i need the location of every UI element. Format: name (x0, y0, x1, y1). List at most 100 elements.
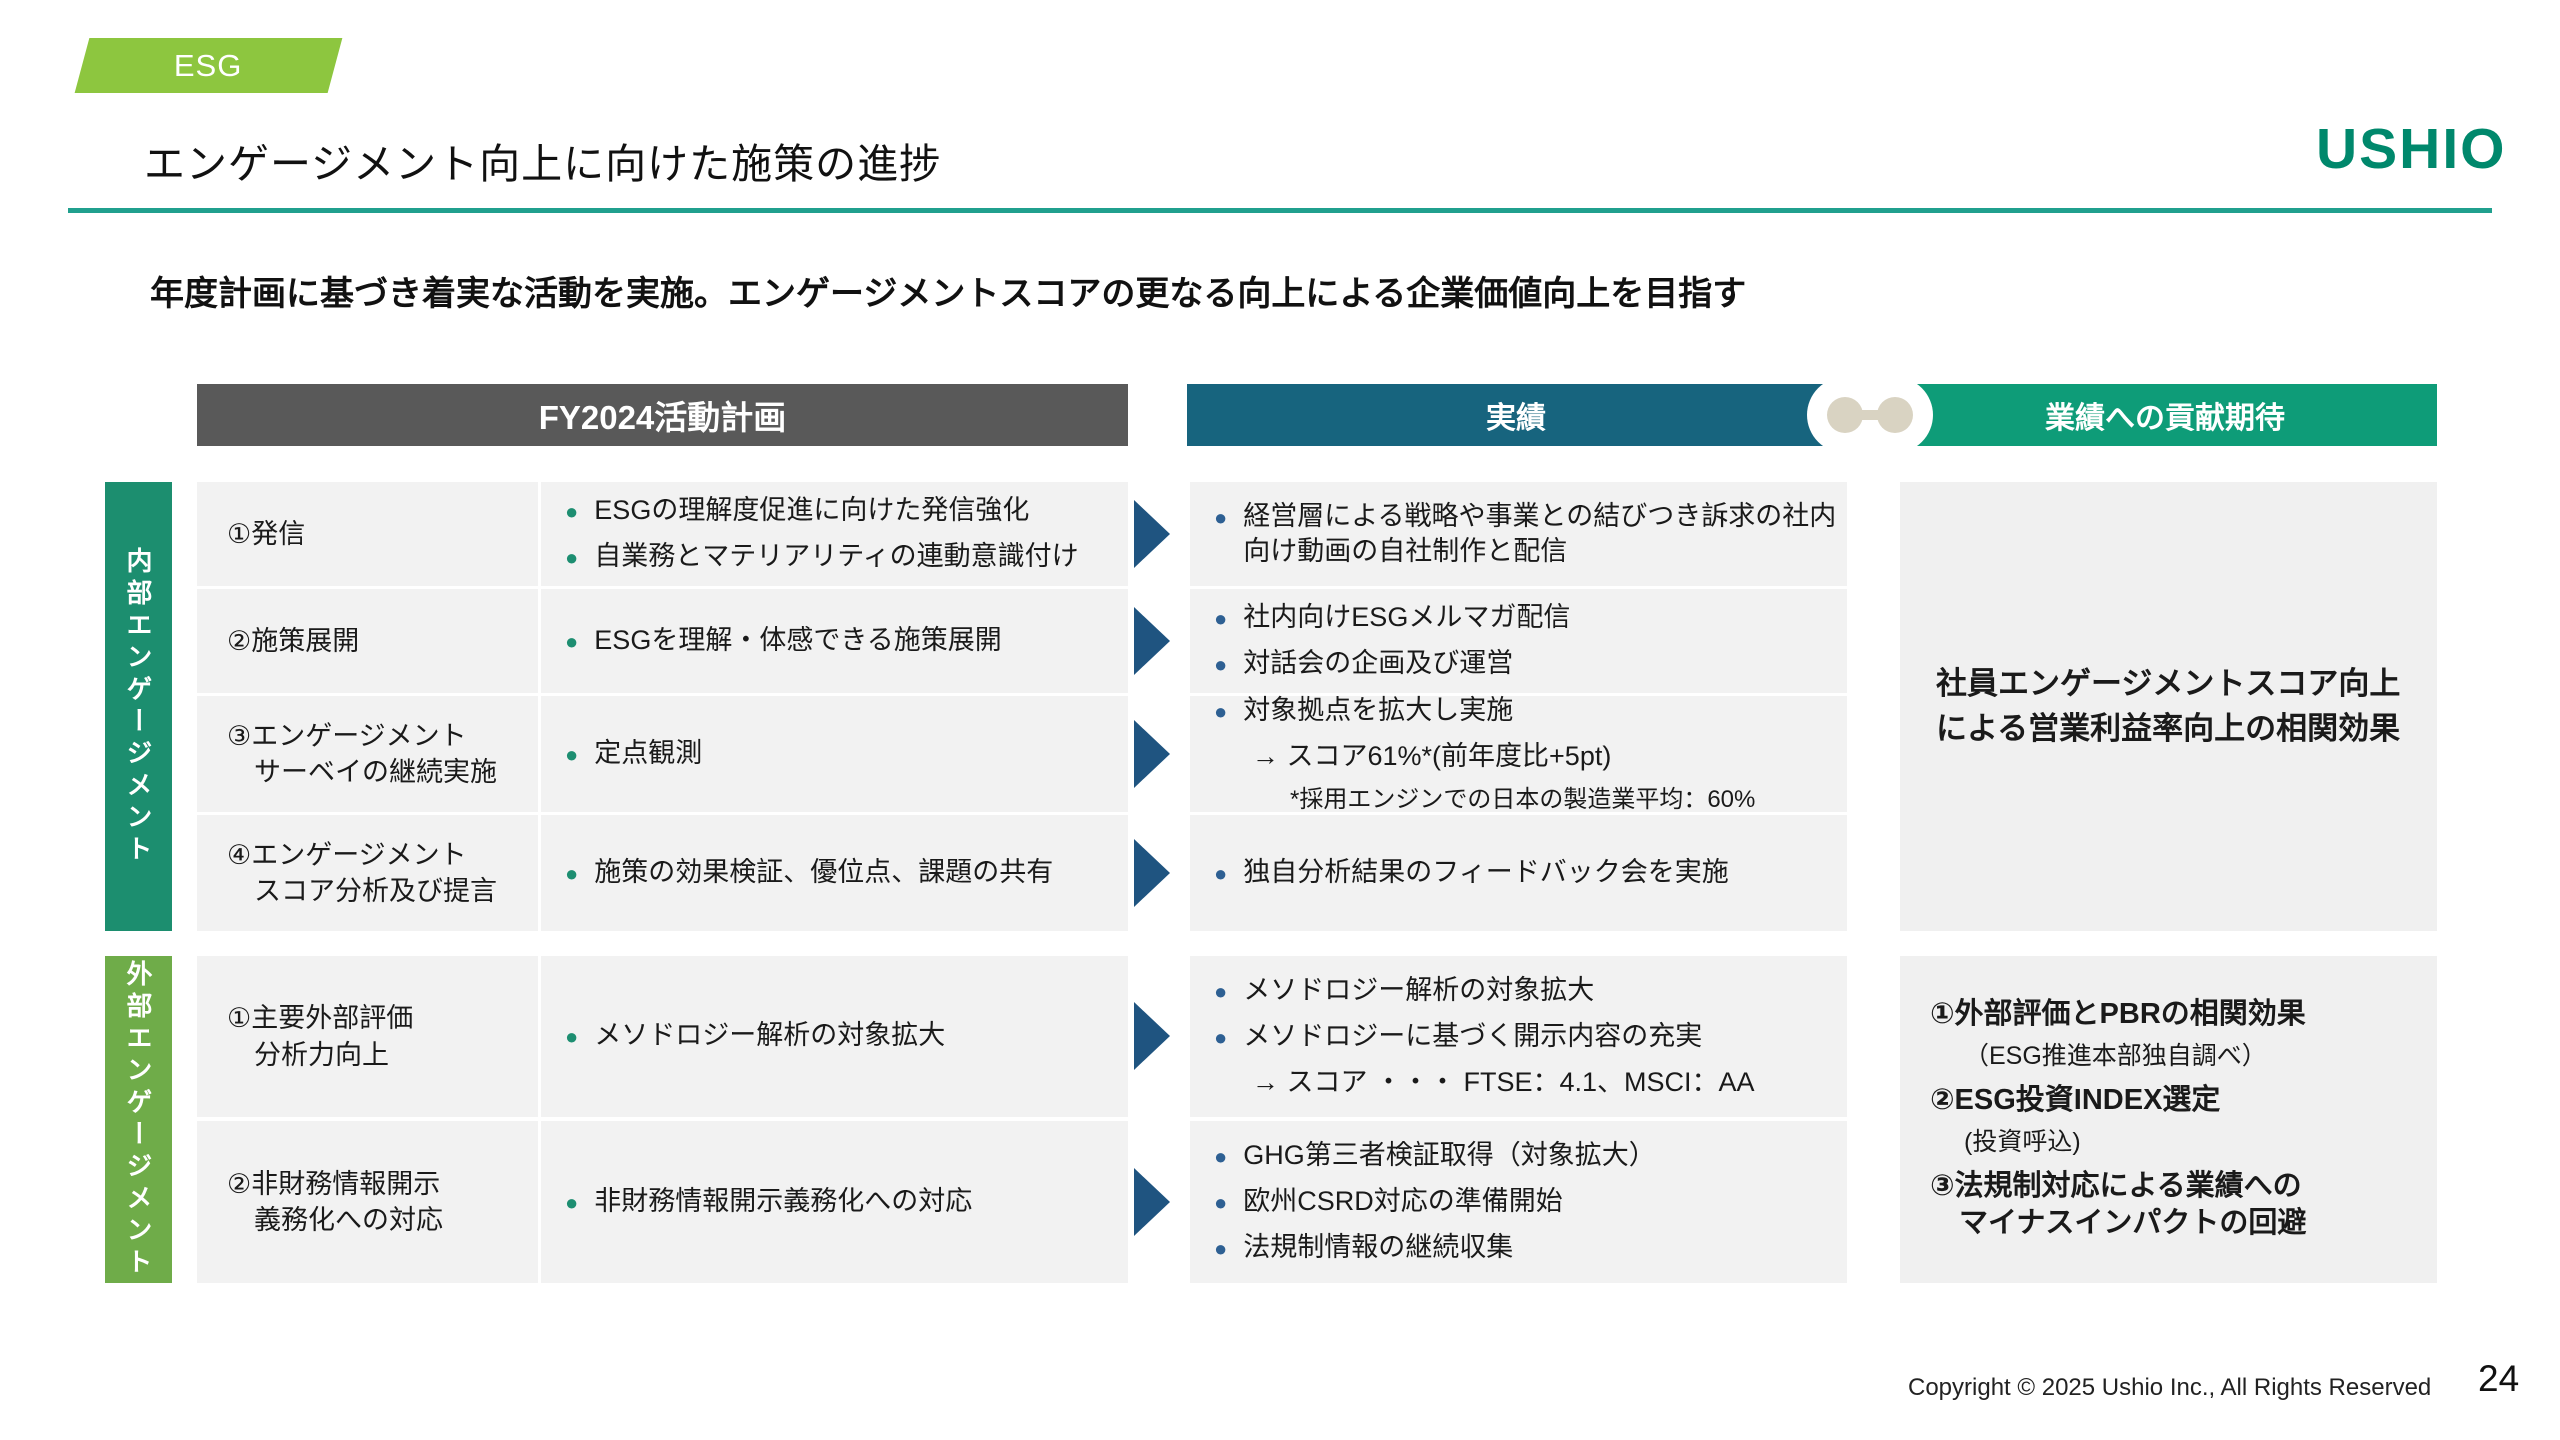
plan-item-label: ①発信 (197, 482, 538, 586)
slide-subtitle: 年度計画に基づき着実な活動を実施。エンゲージメントスコアの更なる向上による企業価… (150, 275, 1747, 313)
contribution-item: ①外部評価とPBRの相関効果 （ESG推進本部独自調べ） (1930, 996, 2437, 1072)
results-text: *採用エンジンでの日本の製造業平均：60% (1290, 786, 1756, 814)
link-icon-left-node (1827, 397, 1863, 433)
results-text: 対象拠点を拡大し実施 (1243, 694, 1514, 725)
results-cell: 独自分析結果のフィードバック会を実施 (1190, 815, 1847, 931)
page-number: 24 (2478, 1358, 2520, 1399)
results-bullet-line: 対話会の企画及び運営 (1214, 646, 1837, 682)
bullet-icon (565, 1184, 578, 1220)
arrow-right-icon (1134, 607, 1170, 675)
bullet-icon (565, 855, 578, 891)
results-cell: 社内向けESGメルマガ配信 対話会の企画及び運営 (1190, 589, 1847, 693)
contribution-item-note: （ESG推進本部独自調べ） (1964, 1041, 2267, 1070)
plan-detail-cell: 施策の効果検証、優位点、課題の共有 (541, 815, 1128, 931)
results-text: 社内向けESGメルマガ配信 (1243, 601, 1571, 632)
contribution-item-title: ①外部評価とPBRの相関効果 (1930, 998, 2306, 1031)
arrow-right-icon (1134, 1168, 1170, 1236)
plan-detail-cell: 定点観測 (541, 696, 1128, 812)
arrow-right-icon (1134, 1002, 1170, 1070)
bullet-icon (1214, 1138, 1227, 1174)
results-bullet-line: 対象拠点を拡大し実施 (1214, 693, 1837, 729)
plan-text: 施策の効果検証、優位点、課題の共有 (594, 856, 1054, 887)
arrow-right-icon (1134, 500, 1170, 568)
results-note-line: *採用エンジンでの日本の製造業平均：60% (1290, 784, 1837, 815)
column-header-plan: FY2024活動計画 (197, 384, 1128, 446)
results-text: 経営層による戦略や事業との結びつき訴求の社内向け動画の自社制作と配信 (1243, 500, 1837, 566)
plan-item-label: ②施策展開 (197, 589, 538, 693)
bullet-icon (1214, 855, 1227, 891)
plan-bullet-line: メソドロジー解析の対象拡大 (565, 1018, 1118, 1054)
plan-bullet-line: 非財務情報開示義務化への対応 (565, 1184, 1118, 1220)
sidebar-external-engagement: 外部エンゲージメント (105, 956, 172, 1283)
plan-text: ESGを理解・体感できる施策展開 (594, 624, 1002, 655)
plan-detail-cell: ESGを理解・体感できる施策展開 (541, 589, 1128, 693)
plan-text: 定点観測 (594, 737, 703, 768)
contribution-internal-box: 社員エンゲージメントスコア向上 による営業利益率向上の相関効果 (1900, 482, 2437, 931)
results-arrow-line: → スコア ・・・ FTSE：4.1、MSCI：AA (1252, 1065, 1837, 1100)
bullet-icon (1214, 499, 1227, 535)
plan-text: 自業務とマテリアリティの連動意識付け (594, 541, 1079, 571)
page-title: エンゲージメント向上に向けた施策の進捗 (144, 141, 942, 187)
results-bullet-line: 経営層による戦略や事業との結びつき訴求の社内向け動画の自社制作と配信 (1214, 499, 1837, 569)
results-text: 対話会の企画及び運営 (1243, 648, 1514, 678)
contribution-item: ③法規制対応による業績への マイナスインパクトの回避 (1930, 1168, 2437, 1243)
results-bullet-line: メソドロジーに基づく開示内容の充実 (1214, 1019, 1837, 1055)
results-text: → スコア61%*(前年度比+5pt) (1252, 740, 1612, 771)
contribution-external-box: ①外部評価とPBRの相関効果 （ESG推進本部独自調べ） ②ESG投資INDEX… (1900, 956, 2437, 1283)
results-text: メソドロジー解析の対象拡大 (1243, 974, 1595, 1005)
plan-text: ESGの理解度促進に向けた発信強化 (594, 494, 1030, 525)
bullet-icon (1214, 1019, 1227, 1055)
bullet-icon (565, 623, 578, 659)
plan-bullet-line: ESGの理解度促進に向けた発信強化 (565, 493, 1118, 529)
contribution-item-title: ②ESG投資INDEX選定 (1930, 1083, 2221, 1116)
results-bullet-line: 欧州CSRD対応の準備開始 (1214, 1184, 1837, 1220)
plan-bullet-line: ESGを理解・体感できる施策展開 (565, 623, 1118, 659)
bullet-icon (1214, 693, 1227, 729)
sidebar-internal-engagement: 内部エンゲージメント (105, 482, 172, 931)
contribution-item: ②ESG投資INDEX選定 (投資呼込) (1930, 1082, 2437, 1158)
results-text: GHG第三者検証取得（対象拡大） (1243, 1139, 1656, 1170)
results-text: → スコア ・・・ FTSE：4.1、MSCI：AA (1252, 1067, 1755, 1098)
results-bullet-line: 法規制情報の継続収集 (1214, 1230, 1837, 1266)
results-text: 法規制情報の継続収集 (1243, 1232, 1514, 1263)
results-text: 欧州CSRD対応の準備開始 (1243, 1185, 1563, 1216)
results-cell: GHG第三者検証取得（対象拡大） 欧州CSRD対応の準備開始 法規制情報の継続収… (1190, 1121, 1847, 1283)
arrow-right-icon (1134, 839, 1170, 907)
bullet-icon (565, 539, 578, 575)
plan-item-label: ③エンゲージメント サーベイの継続実施 (197, 696, 538, 812)
results-text: メソドロジーに基づく開示内容の充実 (1243, 1020, 1703, 1051)
contribution-item-title: ③法規制対応による業績への マイナスインパクトの回避 (1930, 1169, 2307, 1240)
results-cell: 対象拠点を拡大し実施 → スコア61%*(前年度比+5pt) *採用エンジンでの… (1190, 693, 1847, 815)
title-divider (68, 208, 2492, 213)
contribution-item-note: (投資呼込) (1964, 1127, 2081, 1156)
bullet-icon (565, 1018, 578, 1054)
contribution-internal-text: 社員エンゲージメントスコア向上 による営業利益率向上の相関効果 (1936, 665, 2401, 746)
results-bullet-line: メソドロジー解析の対象拡大 (1214, 973, 1837, 1009)
plan-detail-cell: ESGの理解度促進に向けた発信強化 自業務とマテリアリティの連動意識付け (541, 482, 1128, 586)
plan-bullet-line: 定点観測 (565, 736, 1118, 772)
plan-bullet-line: 自業務とマテリアリティの連動意識付け (565, 539, 1118, 575)
plan-text: 非財務情報開示義務化への対応 (594, 1185, 973, 1216)
plan-bullet-line: 施策の効果検証、優位点、課題の共有 (565, 855, 1118, 891)
results-cell: メソドロジー解析の対象拡大 メソドロジーに基づく開示内容の充実 → スコア ・・… (1190, 956, 1847, 1117)
link-icon-right-node (1877, 397, 1913, 433)
bullet-icon (1214, 646, 1227, 682)
results-arrow-line: → スコア61%*(前年度比+5pt) (1252, 739, 1837, 774)
plan-text: メソドロジー解析の対象拡大 (594, 1020, 946, 1051)
plan-item-label: ①主要外部評価 分析力向上 (197, 956, 538, 1117)
copyright-text: Copyright © 2025 Ushio Inc., All Rights … (1908, 1374, 2432, 1401)
results-bullet-line: 独自分析結果のフィードバック会を実施 (1214, 855, 1837, 891)
link-icon (1844, 410, 1896, 420)
ushio-logo: USHIO (2316, 117, 2507, 181)
results-text: 独自分析結果のフィードバック会を実施 (1243, 856, 1729, 887)
arrow-right-icon (1134, 720, 1170, 788)
bullet-icon (1214, 1184, 1227, 1220)
bullet-icon (1214, 973, 1227, 1009)
bullet-icon (565, 493, 578, 529)
bullet-icon (1214, 600, 1227, 636)
column-header-results: 実績 (1187, 384, 1845, 446)
bullet-icon (565, 736, 578, 772)
plan-item-label: ②非財務情報開示 義務化への対応 (197, 1121, 538, 1283)
plan-detail-cell: メソドロジー解析の対象拡大 (541, 956, 1128, 1117)
